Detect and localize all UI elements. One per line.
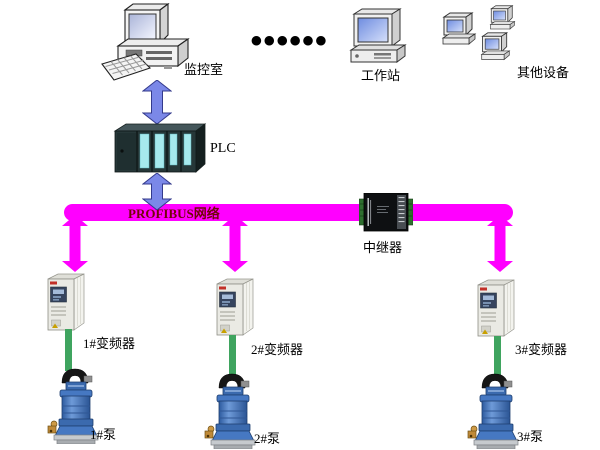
vfd-icon-2 (216, 278, 254, 336)
vfd-icon-1 (47, 273, 85, 331)
link-arrow-computer-plc (142, 80, 172, 124)
workstation-label: 工作站 (361, 68, 401, 83)
bus-drop-arrow-1 (62, 215, 88, 272)
ellipsis-dots: ●●●●●● (251, 32, 329, 47)
plc-label: PLC (210, 141, 236, 156)
vfd-pump-cable-3 (494, 336, 501, 376)
other-devices-label: 其他设备 (517, 65, 570, 80)
pump-icon-3 (467, 373, 519, 449)
pump-label-1: 1#泵 (90, 427, 117, 442)
plc-icon (114, 123, 206, 173)
repeater-label: 中继器 (363, 240, 403, 255)
repeater-icon (359, 193, 413, 232)
link-arrow-plc-bus (142, 173, 172, 210)
vfd-label-2: 2#变频器 (251, 342, 304, 357)
vfd-pump-cable-2 (229, 335, 236, 377)
pump-label-2: 2#泵 (254, 431, 281, 446)
monitor-room-computer-icon (101, 3, 189, 81)
vfd-label-3: 3#变频器 (515, 342, 568, 357)
bus-drop-arrow-3 (487, 215, 513, 272)
monitor-room-label: 监控室 (184, 62, 224, 77)
other-device-icon-3 (481, 32, 510, 60)
vfd-label-1: 1#变频器 (83, 336, 136, 351)
workstation-icon (350, 8, 406, 63)
vfd-icon-3 (477, 279, 515, 337)
other-device-icon-2 (490, 5, 515, 30)
profibus-bus-label: PROFIBUS网络 (128, 206, 220, 221)
bus-drop-arrow-2 (222, 215, 248, 272)
other-device-icon-1 (442, 12, 476, 45)
pump-icon-2 (204, 373, 256, 449)
pump-label-3: 3#泵 (517, 429, 544, 444)
vfd-pump-cable-1 (65, 329, 72, 371)
